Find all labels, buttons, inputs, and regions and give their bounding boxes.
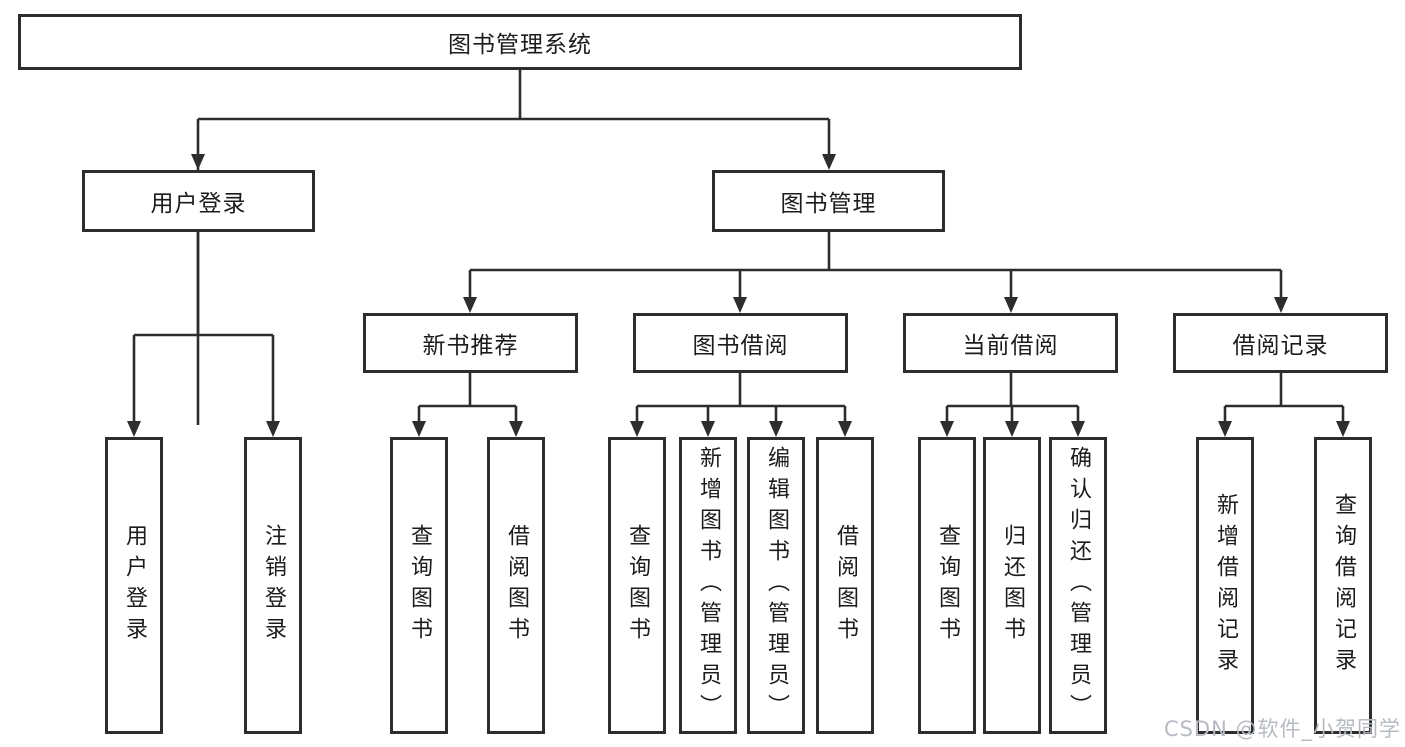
connector-current-borrow-leaves [945, 373, 1080, 425]
leaf-query-book-borrow: 查询图书 [608, 437, 666, 734]
node-book-management: 图书管理 [712, 170, 945, 232]
node-label: 图书管理系统 [448, 32, 592, 58]
leaf-label: 借阅图书 [833, 523, 858, 648]
leaf-confirm-return-admin: 确认归还（管理员） [1049, 437, 1107, 734]
leaf-user-login: 用户登录 [105, 437, 163, 734]
leaf-label: 查询图书 [935, 523, 960, 648]
node-new-book-recommend: 新书推荐 [363, 313, 578, 373]
leaf-query-book-current: 查询图书 [918, 437, 976, 734]
node-book-borrow: 图书借阅 [633, 313, 848, 373]
node-current-borrow: 当前借阅 [903, 313, 1118, 373]
node-label: 图书管理 [780, 191, 877, 217]
connector-book-borrow-leaves [635, 373, 847, 425]
leaf-label: 用户登录 [122, 523, 147, 648]
node-label: 借阅记录 [1232, 333, 1329, 359]
leaf-logout: 注销登录 [244, 437, 302, 734]
arrowheads [127, 154, 1350, 437]
connector-user-login-leaves [132, 232, 275, 425]
leaf-borrow-book-recommend: 借阅图书 [487, 437, 545, 734]
node-label: 当前借阅 [962, 333, 1059, 359]
leaf-label: 查询图书 [407, 523, 432, 648]
leaf-label: 新增借阅记录 [1213, 492, 1238, 679]
node-label: 图书借阅 [692, 333, 789, 359]
leaf-label: 编辑图书（管理员） [764, 446, 789, 725]
leaf-label: 查询借阅记录 [1331, 492, 1356, 679]
connector-book-mgmt-level3 [468, 232, 1283, 300]
leaf-label: 归还图书 [1000, 523, 1025, 648]
leaf-label: 注销登录 [261, 523, 286, 648]
node-user-login: 用户登录 [82, 170, 315, 232]
leaf-edit-book-admin: 编辑图书（管理员） [747, 437, 805, 734]
node-label: 用户登录 [150, 191, 247, 217]
node-root-system: 图书管理系统 [18, 14, 1022, 70]
leaf-label: 新增图书（管理员） [696, 446, 721, 725]
leaf-borrow-book: 借阅图书 [816, 437, 874, 734]
node-borrow-record: 借阅记录 [1173, 313, 1388, 373]
leaf-return-book: 归还图书 [983, 437, 1041, 734]
connector-borrow-record-leaves [1223, 373, 1345, 425]
leaf-query-book-recommend: 查询图书 [390, 437, 448, 734]
leaf-label: 确认归还（管理员） [1066, 446, 1091, 725]
node-label: 新书推荐 [422, 333, 519, 359]
connector-new-book-leaves [417, 373, 518, 425]
leaf-query-borrow-record: 查询借阅记录 [1314, 437, 1372, 734]
connector-root-to-level2 [196, 70, 831, 425]
leaf-label: 借阅图书 [504, 523, 529, 648]
leaf-add-borrow-record: 新增借阅记录 [1196, 437, 1254, 734]
leaf-add-book-admin: 新增图书（管理员） [679, 437, 737, 734]
leaf-label: 查询图书 [625, 523, 650, 648]
